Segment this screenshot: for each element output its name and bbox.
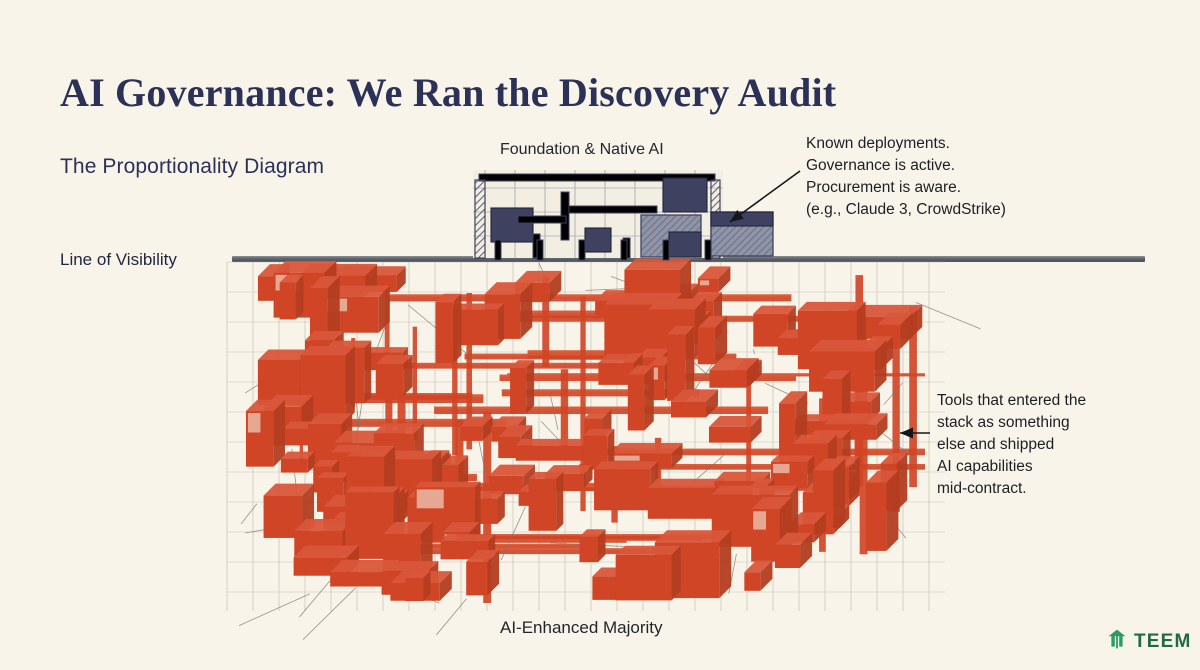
line-of-visibility-label: Line of Visibility <box>60 250 177 269</box>
bottom-cluster-label: AI-Enhanced Majority <box>500 618 663 637</box>
brand-name: TEEM <box>1134 630 1192 652</box>
brand-logo: TEEM <box>1106 628 1192 655</box>
subtitle: The Proportionality Diagram <box>60 155 325 178</box>
annotation-known-deployments: Known deployments. Governance is active.… <box>806 135 1006 218</box>
annotation-shadow-ai: Tools that entered the stack as somethin… <box>937 392 1087 497</box>
top-cluster-label: Foundation & Native AI <box>500 141 664 158</box>
page-title: AI Governance: We Ran the Discovery Audi… <box>60 69 837 115</box>
teem-tree-logo-icon <box>1106 628 1128 655</box>
